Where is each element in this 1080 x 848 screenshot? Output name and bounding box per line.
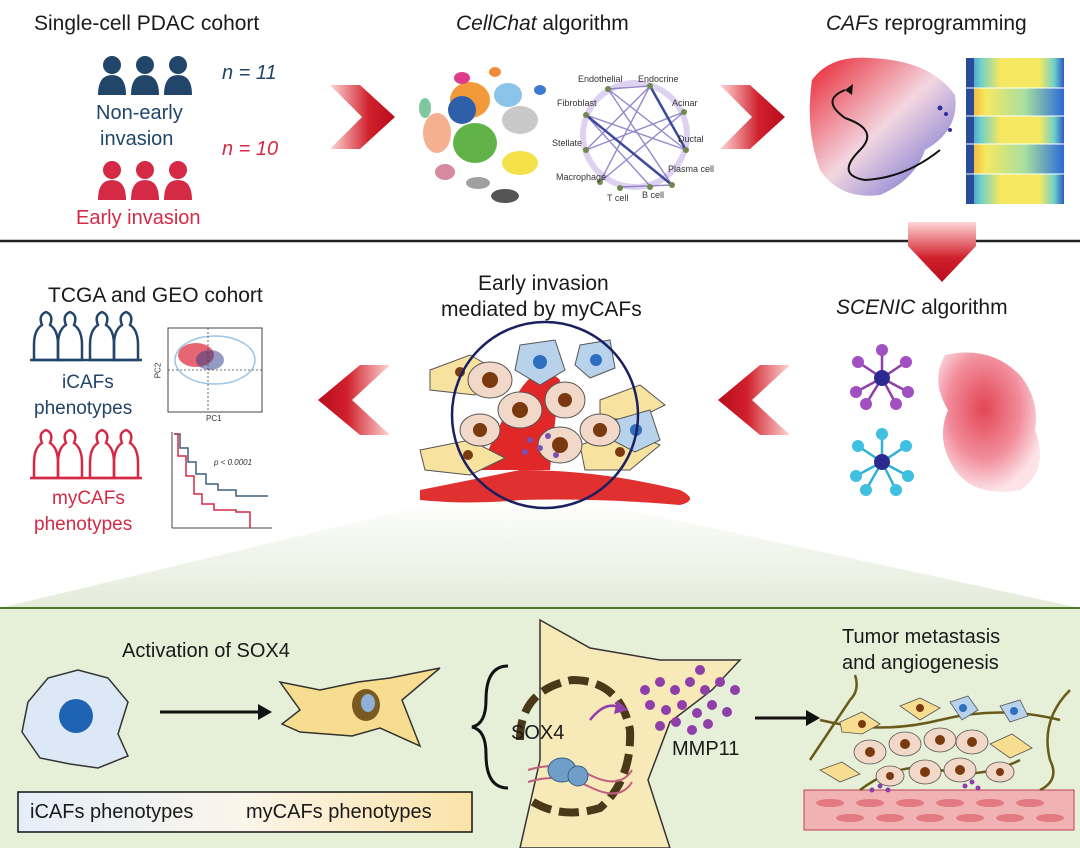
panel5-title-line1: Early invasion — [478, 272, 609, 295]
activation-label: Activation of SOX4 — [122, 640, 290, 662]
network-label-ductal: Ductal — [678, 134, 704, 144]
panel4-title-italic: SCENIC — [836, 296, 916, 319]
network-label-b-cell: B cell — [642, 190, 665, 200]
arrow-down — [908, 222, 976, 282]
panel3-title-rest: reprogramming — [878, 12, 1027, 35]
panel5-title-line2: mediated by myCAFs — [441, 298, 642, 321]
km-pvalue: p < 0.0001 — [214, 458, 253, 467]
panel1-title: Single-cell PDAC cohort — [34, 12, 260, 35]
scenic-umap — [938, 352, 1040, 492]
arrow-right-1 — [330, 85, 395, 149]
dna-strand — [527, 765, 633, 795]
panel3-title-italic: CAFs — [826, 12, 879, 35]
legend-box — [17, 791, 473, 833]
mmp11-label: MMP11 — [672, 738, 740, 760]
arrow-right-2 — [720, 85, 785, 149]
icafs-label-line1: iCAFs — [62, 372, 114, 393]
metastasis-label-line2: and angiogenesis — [842, 652, 999, 674]
metastasis-illustration — [803, 674, 1075, 831]
legend-mycafs: myCAFs phenotypes — [246, 801, 432, 823]
panel3-title: CAFs reprogramming — [826, 12, 1027, 36]
panel2-title-italic: CellChat — [456, 12, 537, 35]
arrow-left-2 — [318, 365, 390, 435]
network-label-endocrine: Endocrine — [638, 74, 679, 84]
brace — [471, 664, 509, 790]
non-early-label-line1: Non-early — [96, 102, 183, 124]
network-label-acinar: Acinar — [672, 98, 698, 108]
panel4-title-rest: algorithm — [915, 296, 1008, 319]
legend-icafs: iCAFs phenotypes — [30, 801, 194, 823]
network-label-t-cell: T cell — [607, 193, 629, 203]
panel4-title: SCENIC algorithm — [836, 296, 1008, 320]
early-invasion-label: Early invasion — [76, 207, 201, 229]
sox4-protein — [547, 757, 589, 787]
pca-y-label: PC2 — [153, 362, 163, 379]
non-early-label-line2: invasion — [100, 128, 174, 150]
mycafs-label-line2: phenotypes — [34, 514, 133, 535]
network-label-fibroblast: Fibroblast — [557, 98, 597, 108]
mycafs-label-line1: myCAFs — [52, 488, 125, 509]
arrow-left-1 — [718, 365, 790, 435]
pca-x-label: PC1 — [206, 414, 222, 423]
cellchat-umap — [419, 67, 546, 203]
panel2-title: CellChat algorithm — [456, 12, 629, 36]
tumor-microenvironment — [419, 320, 690, 510]
panel6-title: TCGA and GEO cohort — [48, 284, 263, 307]
mmp11-dots — [640, 665, 740, 735]
scenic-network-purple — [850, 344, 914, 410]
km-curve — [171, 432, 272, 529]
icaf-nucleus — [59, 699, 93, 733]
n-non-early: n = 11 — [222, 62, 277, 84]
icafs-icon — [30, 310, 142, 362]
mycafs-icon — [30, 428, 142, 480]
zoom-fan — [0, 495, 1080, 608]
scenic-network-cyan — [850, 428, 914, 496]
network-label-macrophage: Macrophage — [556, 172, 607, 182]
icafs-label-line2: phenotypes — [34, 398, 133, 419]
early-people-icons — [98, 161, 192, 200]
network-label-plasma-cell: Plasma cell — [668, 164, 715, 174]
non-early-people-icons — [98, 56, 192, 95]
caf-heatmap — [966, 58, 1064, 204]
metastasis-label-line1: Tumor metastasis — [842, 626, 1001, 648]
pca-plot — [167, 327, 263, 413]
network-label-stellate: Stellate — [552, 138, 583, 148]
n-early: n = 10 — [222, 138, 279, 160]
cellchat-network — [580, 80, 690, 191]
network-label-endothelial: Endothelial — [578, 74, 623, 84]
caf-umap — [809, 57, 956, 196]
panel2-title-rest: algorithm — [536, 12, 629, 35]
nucleus-membrane — [516, 675, 635, 817]
mycaf-sox4-spot — [361, 694, 375, 712]
sox4-label: SOX4 — [511, 722, 565, 744]
